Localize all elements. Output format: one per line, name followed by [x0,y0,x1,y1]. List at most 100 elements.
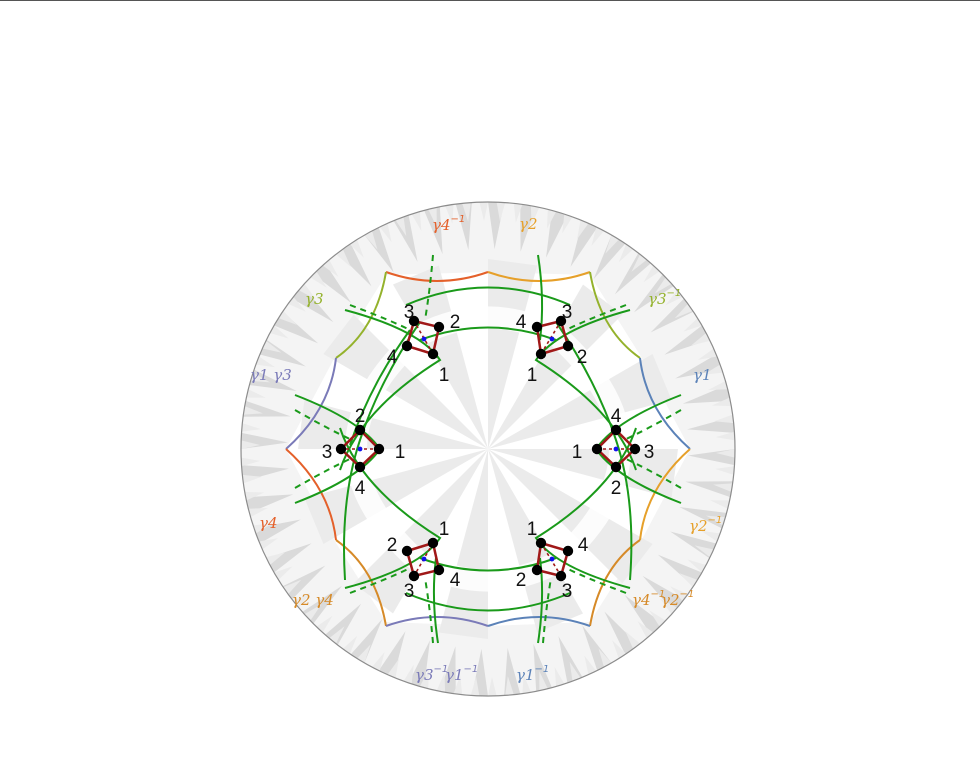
vertex-dot [531,321,543,333]
central-wedge [488,259,538,449]
arc-g4inv-top [385,271,489,282]
rim-tile [643,265,660,283]
vertex-label: 3 [562,302,573,323]
rim-tile [445,204,454,224]
vertex-label: 4 [355,478,366,499]
rim-tile [683,318,702,332]
rim-tile [715,431,735,441]
vertex-dot [335,443,347,455]
geodesic-bottom-left-stub [432,557,439,644]
rim-tile [387,658,399,679]
rim-tile [262,340,282,353]
rim-tile [522,674,531,694]
geodesic-ll-a [339,427,442,589]
rim-tile [665,290,683,306]
geodesic-bottom-right-stub [537,557,544,644]
rim-tile [244,491,265,501]
tiling-layer [241,202,735,696]
rim-tile [570,220,598,267]
rim-tile [533,643,552,692]
rim-tile [282,565,326,600]
vertex-dot [555,315,567,327]
generator-label-exponent: −1 [651,589,666,600]
generator-label-text: γ3 [305,290,324,308]
dashed-right-lower [623,457,682,489]
generator-label-g1inv_bottom: γ1−1 [516,664,549,684]
dashed-right [623,409,682,441]
vertex-label: 4 [516,312,527,333]
vertex-label: 1 [439,365,450,386]
rim-tile [408,640,430,688]
generator-label-exponent: −1 [708,515,723,526]
rim-tile [710,500,730,509]
vertex-dot [531,564,543,576]
rim-tile [631,254,647,272]
vertex-dot [401,340,413,352]
rim-tile [711,397,732,407]
arc-g2-top [487,271,591,282]
vertex-dot [427,537,439,549]
rim-tile [584,655,597,675]
rim-tile [562,214,573,234]
green-geodesics [294,254,682,644]
rim-tile [462,202,471,222]
rim-tile [453,675,463,695]
rim-tile [642,575,684,612]
rim-tile [255,356,276,368]
generator-label-text: γ2 [519,215,538,233]
vertex-label: 2 [577,347,588,368]
central-wedge [438,449,488,639]
vertex-dot [373,443,385,455]
rim-tile [496,202,506,222]
geodesic-ur-a [534,309,637,471]
generator-label-text: γ1 [693,366,712,384]
dashed-left-lower [294,457,353,489]
geodesic-ul-a [339,309,442,471]
vertex-dot [535,537,547,549]
rim-tile [249,369,297,391]
vertex-label: 4 [450,570,461,591]
rim-tile [364,230,378,250]
generator-label-text: γ1 γ3 [250,366,292,384]
rim-tile [250,372,270,383]
vertex-label: 3 [404,581,415,602]
dashed-ul-top [424,254,434,321]
center-dot [613,446,619,452]
rim-tile [604,611,639,655]
dashed-lr [565,567,627,594]
central-wedge [488,284,623,449]
rim-tile [674,303,693,319]
center-dot [549,336,555,342]
vertex-dot [562,340,574,352]
vertex-dot [535,348,547,360]
central-wedge [393,265,488,449]
generator-label-exponent: −1 [464,664,479,675]
rim-tile [703,364,723,375]
rim-tile [547,209,557,229]
rim-tile [335,249,351,267]
rim-tile [577,219,589,240]
vertex-dot [562,545,574,557]
rim-tile [292,286,334,323]
rim-tile [395,216,407,237]
rim-tiling [241,202,735,696]
arc-g3invg1inv-bottom [385,616,489,627]
rim-tile [558,636,583,683]
rim-tile [245,494,294,513]
geodesic-right-a [555,321,633,581]
rim-tile [513,203,523,223]
rim-tile [679,573,698,588]
vertex-label: 2 [387,535,398,556]
rim-tile [424,206,443,255]
rim-tile [278,310,297,325]
generator-label-exponent: −1 [680,589,695,600]
generator-label-exponent: −1 [667,288,682,299]
rim-tile [470,676,480,696]
vertex-dot [408,570,420,582]
generator-label-g2g4_left: γ2 γ4 [292,591,334,609]
rim-tile [313,263,352,304]
